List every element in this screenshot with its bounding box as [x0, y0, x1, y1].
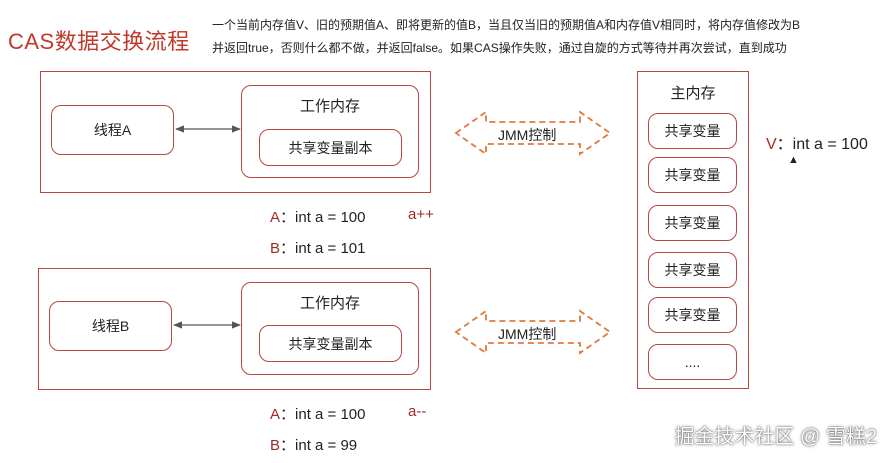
main-memory-item: 共享变量: [648, 297, 737, 333]
main-memory-item: 共享变量: [648, 252, 737, 288]
thread-b-label: 线程B: [91, 318, 130, 334]
thread-b-box: 线程B: [49, 301, 172, 351]
v-letter: V: [766, 136, 777, 153]
thread-b-copy-box: 共享变量副本: [259, 325, 402, 362]
cursor-icon: ▲: [788, 154, 799, 166]
jmm-double-arrow-bottom: [454, 309, 612, 355]
main-memory-item-label: 共享变量: [664, 167, 721, 183]
thread-b-work-memory-label: 工作内存: [299, 295, 360, 312]
thread-b-op: a--: [408, 403, 427, 420]
thread-a-a-value: ：int a = 100: [280, 209, 366, 226]
thread-a-copy-box: 共享变量副本: [259, 129, 402, 166]
thread-b-a-letter: A: [270, 406, 281, 423]
main-memory-item: 共享变量: [648, 157, 737, 193]
thread-a-label: 线程A: [93, 122, 132, 138]
thread-b-copy-label: 共享变量副本: [288, 335, 373, 352]
thread-b-b-value: ：int a = 99: [280, 437, 358, 454]
thread-a-b-letter: B: [270, 240, 281, 257]
thread-a-op: a++: [408, 206, 434, 223]
main-memory-title: 主内存: [670, 85, 716, 102]
jmm-double-arrow-top: [454, 110, 612, 156]
thread-a-value-b: B：int a = 101: [270, 237, 366, 258]
main-memory-item: ....: [648, 344, 737, 380]
page-title: CAS数据交换流程: [8, 29, 190, 54]
thread-b-value-a: A：int a = 100: [270, 403, 366, 424]
main-memory-item-label: 共享变量: [664, 262, 721, 278]
jmm-label-bottom: JMM控制: [498, 326, 557, 342]
memory-value-v: V：int a = 100: [766, 130, 868, 154]
main-memory-item: 共享变量: [648, 205, 737, 241]
thread-b-value-b: B：int a = 99: [270, 434, 357, 455]
thread-a-a-letter: A: [270, 209, 281, 226]
description-text: 一个当前内存值V、旧的预期值A、即将更新的值B，当且仅当旧的预期值A和内存值V相…: [212, 18, 801, 55]
main-memory-item-label: 共享变量: [664, 123, 721, 139]
main-memory-item-label: 共享变量: [664, 307, 721, 323]
v-value: ：int a = 100: [776, 136, 868, 153]
thread-a-copy-label: 共享变量副本: [288, 139, 373, 156]
thread-a-value-a: A：int a = 100: [270, 206, 366, 227]
thread-b-a-value: ：int a = 100: [280, 406, 366, 423]
jmm-label-top: JMM控制: [498, 127, 557, 143]
thread-a-b-value: ：int a = 101: [280, 240, 366, 257]
thread-a-work-memory-label: 工作内存: [299, 98, 360, 115]
main-memory-item-label: 共享变量: [664, 215, 721, 231]
thread-b-b-letter: B: [270, 437, 281, 454]
watermark: 掘金技术社区 @ 雪糕2: [674, 426, 877, 448]
thread-a-box: 线程A: [51, 105, 174, 155]
main-memory-item: 共享变量: [648, 113, 737, 149]
main-memory-item-label: ....: [684, 354, 701, 370]
